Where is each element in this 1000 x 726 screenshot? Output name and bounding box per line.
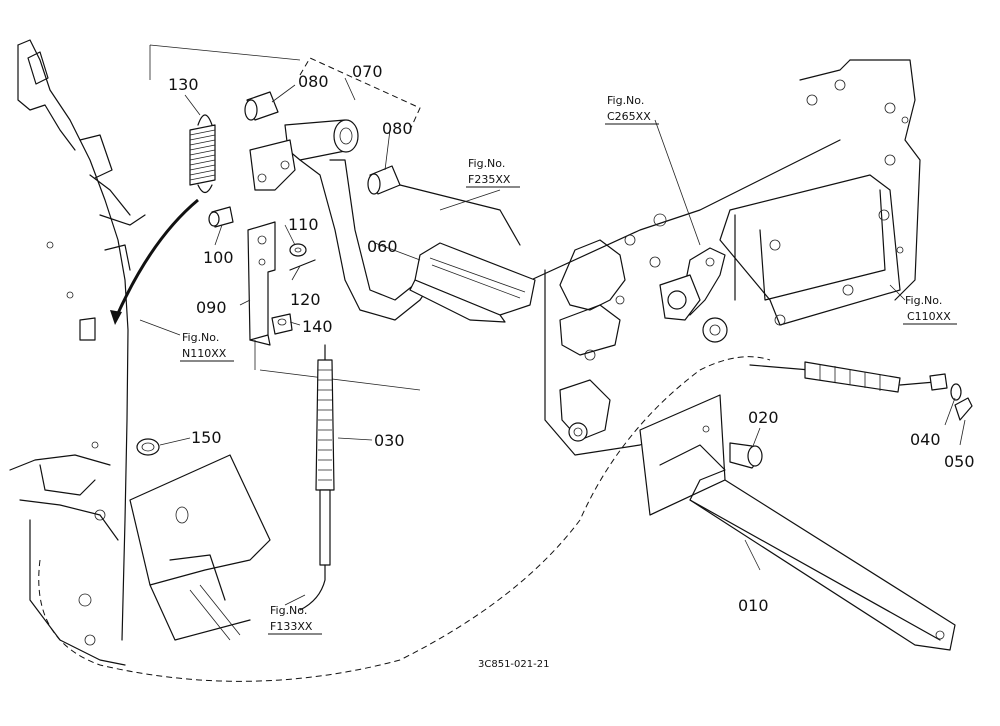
pin-100 (208, 206, 234, 228)
figref-c110: Fig.No. C110XX (903, 294, 957, 325)
bushing-150 (136, 438, 160, 456)
cable-end (749, 361, 948, 393)
leader-lines (139, 77, 966, 606)
callout-110: 110 (288, 215, 319, 234)
callout-100: 100 (203, 248, 234, 267)
figref-c265-prefix: Fig.No. (607, 94, 644, 107)
callout-140: 140 (302, 317, 333, 336)
figref-f235: Fig.No. F235XX (466, 157, 520, 188)
housing-lever (659, 247, 728, 343)
floor-panel (129, 454, 271, 641)
figref-f133-code: F133XX (270, 620, 313, 633)
figref-f235-code: F235XX (468, 173, 511, 186)
washer-110 (289, 243, 307, 257)
callout-050: 050 (944, 452, 975, 471)
washer-040 (950, 383, 962, 401)
figref-f235-prefix: Fig.No. (468, 157, 505, 170)
nut-140 (271, 313, 293, 335)
callout-060: 060 (367, 237, 398, 256)
figref-n110-prefix: Fig.No. (182, 331, 219, 344)
figref-f133: Fig.No. F133XX (268, 604, 322, 635)
bracket-010 (639, 394, 956, 651)
callout-130: 130 (168, 75, 199, 94)
figref-c110-code: C110XX (907, 310, 951, 323)
callout-080-left: 080 (298, 72, 329, 91)
bushing-080-left (244, 91, 279, 121)
callout-010: 010 (738, 596, 769, 615)
figref-c265: Fig.No. C265XX (605, 94, 659, 125)
figref-n110-code: N110XX (182, 347, 227, 360)
figref-c110-prefix: Fig.No. (905, 294, 942, 307)
bolt-020 (729, 442, 763, 469)
spring-130 (110, 114, 216, 325)
figref-c265-code: C265XX (607, 110, 651, 123)
callout-030: 030 (374, 431, 405, 450)
pin-120 (289, 259, 316, 271)
callout-090: 090 (196, 298, 227, 317)
callout-120: 120 (290, 290, 321, 309)
callout-020: 020 (748, 408, 779, 427)
drawing-code: 3C851-021-21 (478, 659, 549, 670)
callout-070: 070 (352, 62, 383, 81)
callout-labels: 130 080 070 080 100 110 120 060 090 140 … (168, 62, 975, 615)
cable-030 (299, 344, 335, 611)
figref-n110: Fig.No. N110XX (180, 331, 234, 362)
boundary-lines (38, 44, 771, 682)
rod-090 (247, 221, 276, 346)
pin-050 (954, 397, 973, 421)
figref-f133-prefix: Fig.No. (270, 604, 307, 617)
callout-040: 040 (910, 430, 941, 449)
callout-080-right: 080 (382, 119, 413, 138)
callout-150: 150 (191, 428, 222, 447)
bushing-080-right (367, 165, 401, 195)
left-frame (9, 39, 146, 666)
pedal-assembly (249, 119, 536, 323)
